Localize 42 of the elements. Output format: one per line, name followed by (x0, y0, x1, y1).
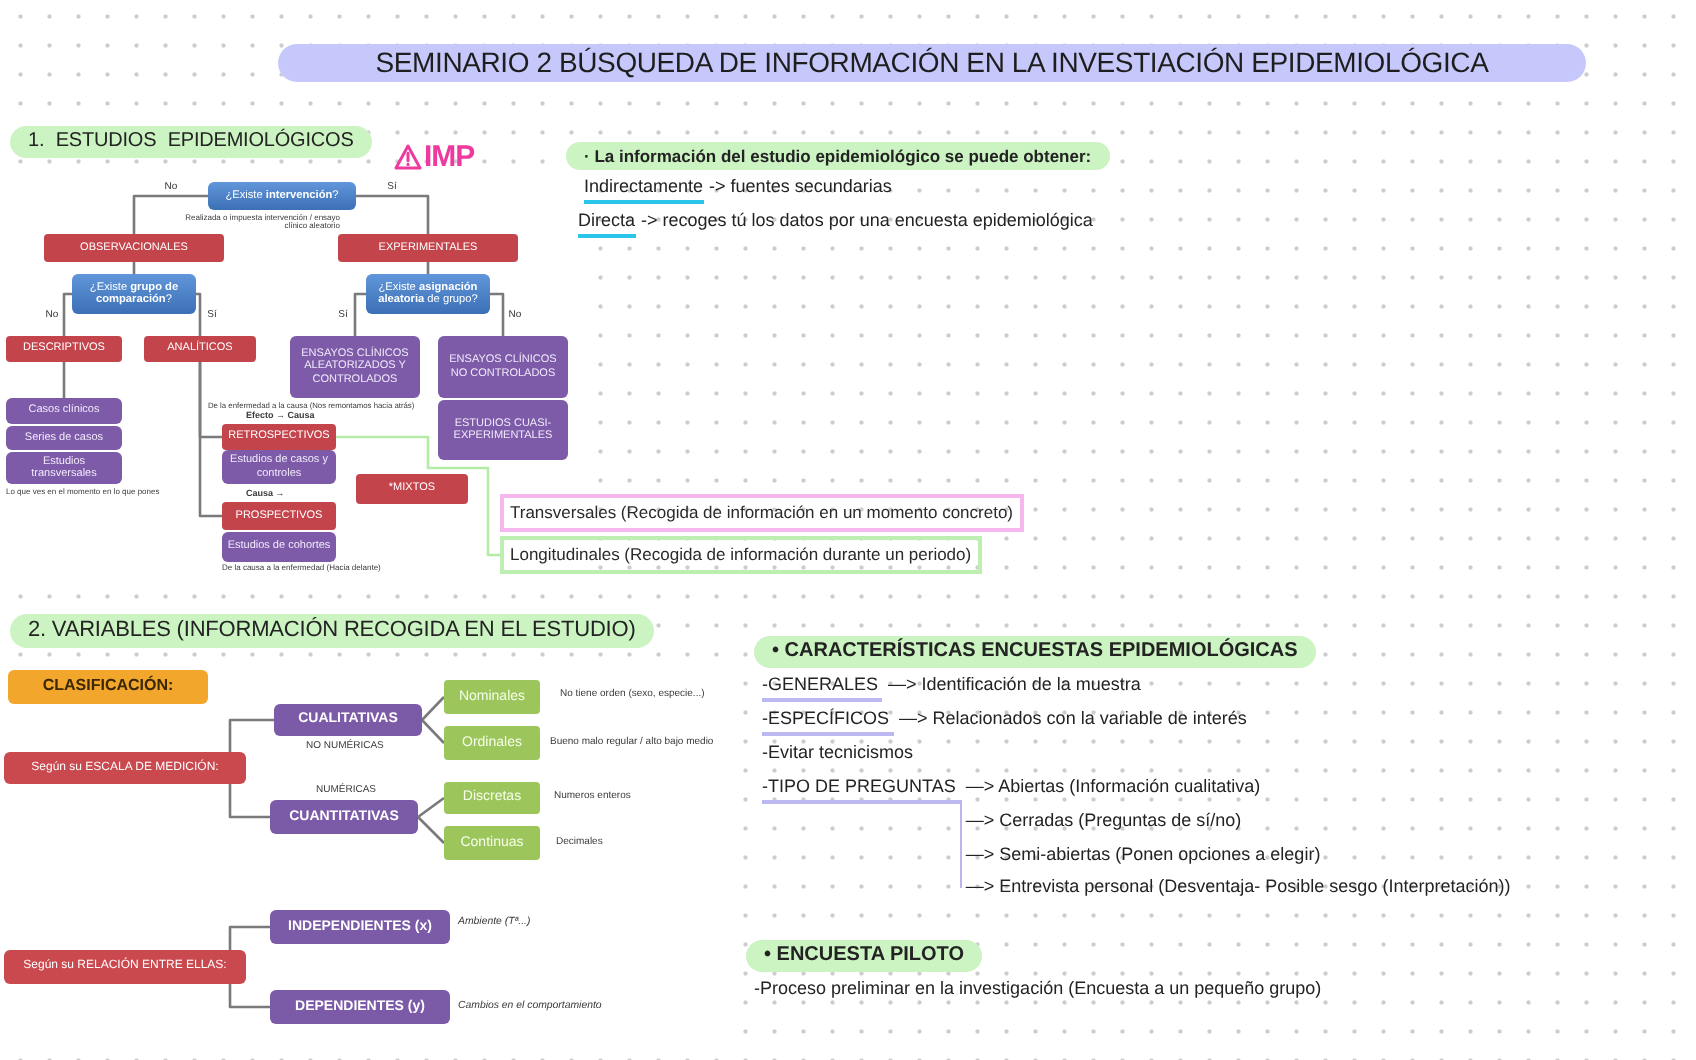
section-heading: · La información del estudio epidemiológico se puede obtener: (566, 142, 1110, 171)
section-heading: • CARACTERÍSTICAS ENCUESTAS EPIDEMIOLÓGICAS (754, 636, 1316, 668)
outlined-note-box: Longitudinales (Recogida de información durante un periodo) (500, 536, 982, 574)
connector-line (62, 292, 72, 336)
connector-line (228, 718, 274, 752)
note-text: —> Semi-abiertas (Ponen opciones a elegir) (965, 843, 1323, 865)
importance-label: IMP (424, 142, 475, 172)
note-text: —> Cerradas (Preguntas de sí/no) (965, 809, 1244, 832)
outlined-note-box: Transversales (Recogida de información en un momento concreto) (500, 494, 1024, 532)
connector-line (198, 362, 222, 518)
underlined-term: -ESPECÍFICOS (762, 708, 894, 736)
underlined-term: Directa (578, 210, 636, 238)
underlined-term: Indirectamente (584, 176, 704, 204)
title-heading: SEMINARIO 2 BÚSQUEDA DE INFORMACIÓN EN LA INVESTIACIÓN EPIDEMIOLÓGICA (278, 44, 1586, 82)
connector-line (228, 984, 270, 1009)
note-text: -Proceso preliminar en la investigación (Encuesta a un pequeño grupo) (754, 978, 1322, 1000)
connector-line (421, 696, 445, 721)
classification-box: CLASIFICACIÓN: (8, 670, 208, 704)
section-heading: 1. ESTUDIOS EPIDEMIOLÓGICOS (10, 126, 372, 158)
connector-line (417, 796, 445, 819)
section-heading: 2. VARIABLES (INFORMACIÓN RECOGIDA EN EL ESTUDIO) (10, 614, 654, 649)
connector-line (228, 784, 270, 819)
connector-line (421, 719, 445, 744)
connector-line (228, 925, 270, 950)
note-text: -> recoges tú los datos por una encuesta epidemiológica (641, 210, 1093, 232)
connector-line (353, 292, 366, 336)
section-heading: • ENCUESTA PILOTO (746, 940, 982, 972)
connector-line (132, 194, 208, 234)
connector-line (417, 816, 445, 844)
underlined-term: -GENERALES (762, 674, 883, 702)
underlined-term: -TIPO DE PREGUNTAS (762, 776, 960, 804)
connector-line (196, 292, 202, 336)
note-text: -> fuentes secundarias (709, 176, 892, 198)
note-text: —> Entrevista personal (Desventaja- Posible sesgo (Interpretación)) (965, 876, 1511, 899)
note-text: -Evitar tecnicismos (762, 742, 914, 764)
note-text: —> Abiertas (Información cualitativa) (965, 776, 1263, 798)
connector-line (62, 362, 66, 398)
connector-line (336, 435, 500, 557)
note-text: —> Identificación de la muestra (888, 674, 1141, 696)
connector-line (490, 292, 505, 336)
note-text: —> Relacionados con la variable de interés (899, 708, 1247, 730)
connector-line (356, 194, 430, 234)
